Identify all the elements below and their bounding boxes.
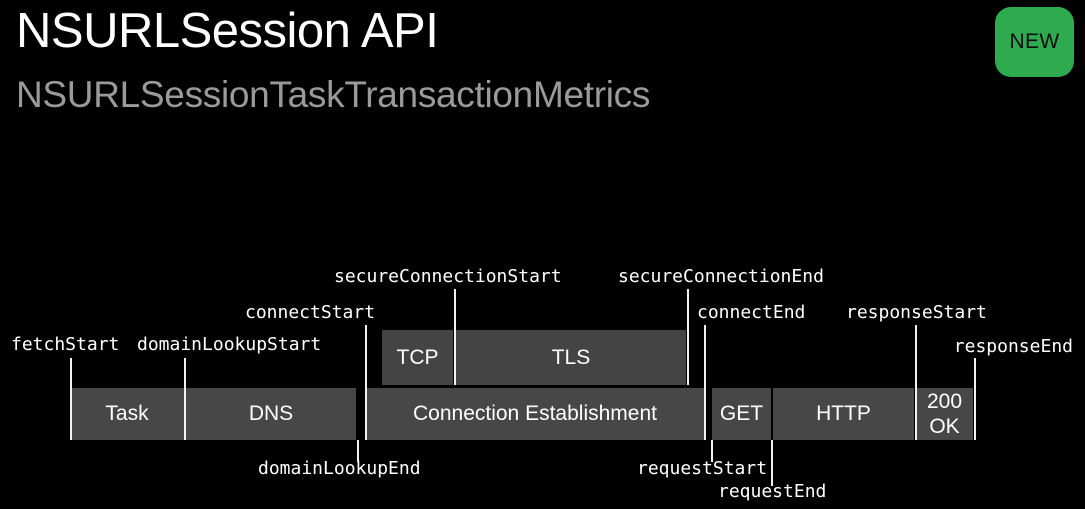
leader-line-secure-connection-start <box>454 289 456 385</box>
segment-label: TCP <box>396 345 439 369</box>
segment-label: TLS <box>551 345 591 369</box>
leader-line-response-start <box>915 325 917 440</box>
timeline-segment-tls: TLS <box>456 330 686 385</box>
page-subtitle: NSURLSessionTaskTransactionMetrics <box>16 74 651 115</box>
segment-label: HTTP <box>816 402 871 425</box>
leader-line-request-start <box>711 440 713 462</box>
marker-label-request-start: requestStart <box>637 458 768 479</box>
marker-label-request-end: requestEnd <box>718 481 827 502</box>
leader-line-response-end <box>974 358 976 440</box>
marker-label-secure-connection-start: secureConnectionStart <box>334 266 562 287</box>
marker-label-response-end: responseEnd <box>953 336 1073 357</box>
timeline-segment-task: Task <box>70 388 184 440</box>
segment-label: Task <box>105 402 149 425</box>
leader-line-domain-lookup-start <box>184 358 186 440</box>
leader-line-fetch-start <box>70 358 72 440</box>
marker-label-connect-end: connectEnd <box>697 302 806 323</box>
timeline-segment-dns: DNS <box>186 388 356 440</box>
marker-label-secure-connection-end: secureConnectionEnd <box>618 266 824 287</box>
timeline-segment-connection: Connection Establishment <box>366 388 704 440</box>
status-badge: NEW <box>995 7 1074 77</box>
marker-label-response-start: responseStart <box>846 302 987 323</box>
marker-label-connect-start: connectStart <box>245 302 376 323</box>
timeline-segment-get: GET <box>712 388 771 440</box>
segment-label: GET <box>719 402 764 425</box>
timeline-segment-tcp: TCP <box>382 330 453 385</box>
segment-label: 200 <box>926 390 963 413</box>
leader-line-domain-lookup-end <box>357 440 359 462</box>
marker-label-domain-lookup-end: domainLookupEnd <box>258 458 421 479</box>
leader-line-secure-connection-end <box>687 289 689 385</box>
timeline-segment-http: HTTP <box>773 388 914 440</box>
marker-label-fetch-start: fetchStart <box>11 334 120 355</box>
page-title: NSURLSession API <box>16 4 439 58</box>
segment-label: DNS <box>248 402 294 425</box>
marker-label-domain-lookup-start: domainLookupStart <box>137 334 322 355</box>
leader-line-request-end <box>771 440 773 486</box>
leader-line-connect-end <box>704 325 706 440</box>
leader-line-connect-start <box>365 325 367 440</box>
segment-label-2: OK <box>929 415 960 438</box>
segment-label: Connection Establishment <box>413 402 657 425</box>
